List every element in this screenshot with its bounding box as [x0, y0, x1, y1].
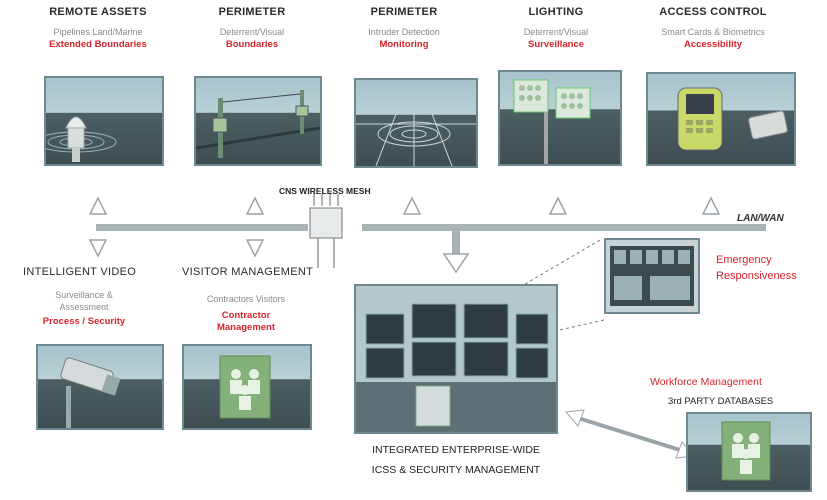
visitor-red1: Contractor — [221, 310, 271, 321]
video-red: Process / Security — [42, 316, 126, 327]
perimeter-fence-panel — [194, 76, 322, 166]
perimeter2-title: PERIMETER — [370, 6, 438, 18]
workforce-label: Workforce Management — [650, 376, 762, 388]
lighting-title: LIGHTING — [528, 6, 584, 18]
fence-icon — [196, 90, 320, 158]
access-control-red: Accessibility — [683, 39, 743, 50]
arrow-down-visitor — [245, 239, 265, 258]
database-people-icon — [721, 421, 771, 481]
detection-grid-icon — [356, 113, 476, 166]
mesh-label: CNS WIRELESS MESH — [279, 186, 371, 196]
arrow-up-perimeter2 — [402, 196, 422, 215]
arrow-down-center — [442, 253, 470, 274]
lanwan-label: LAN/WAN — [734, 213, 787, 224]
arrow-up-perimeter — [245, 196, 265, 215]
double-arrow — [565, 409, 695, 459]
lighting-sub: Deterrent/Visual — [523, 27, 589, 37]
mesh-router-icon — [309, 192, 343, 268]
third-party-label: 3rd PARTY DATABASES — [668, 396, 774, 407]
perimeter1-sub: Deterrent/Visual — [219, 27, 285, 37]
center-line2: ICSS & SECURITY MANAGEMENT — [371, 464, 541, 476]
visitor-panel — [182, 344, 312, 430]
floodlight-icon — [513, 79, 591, 164]
visitor-red2: Management — [216, 322, 276, 333]
remote-assets-title: REMOTE ASSETS — [49, 6, 147, 18]
card-reader-icon — [677, 87, 788, 151]
perimeter1-title: PERIMETER — [218, 6, 286, 18]
arrow-up-lighting — [548, 196, 568, 215]
emergency-line2: Responsiveness — [716, 270, 797, 282]
access-control-sub: Smart Cards & Biometrics — [661, 27, 765, 37]
access-control-title: ACCESS CONTROL — [659, 6, 767, 18]
visitor-title: VISITOR MANAGEMENT — [182, 266, 314, 278]
arrow-down-video — [88, 239, 108, 258]
intruder-detection-panel — [354, 78, 478, 168]
access-control-panel — [646, 72, 796, 166]
perimeter1-red: Boundaries — [225, 39, 279, 50]
perimeter2-red: Monitoring — [379, 39, 429, 50]
video-sub1: Surveillance & — [55, 290, 113, 300]
third-party-panel — [686, 412, 812, 492]
center-line1: INTEGRATED ENTERPRISE-WIDE — [372, 444, 540, 456]
remote-assets-red: Extended Boundaries — [49, 39, 147, 50]
buoy-icon — [46, 116, 117, 162]
control-room-panel — [354, 284, 558, 434]
lighting-red: Surveillance — [528, 39, 584, 50]
control-room-icon — [356, 286, 556, 432]
control-board-icon — [610, 246, 694, 306]
visitor-sub: Contractors Visitors — [206, 294, 286, 304]
video-sub2: Assessment — [59, 302, 109, 312]
camera-icon — [60, 357, 121, 428]
arrow-up-remote — [88, 196, 108, 215]
remote-assets-sub: Pipelines Land/Marine — [53, 27, 143, 37]
left-bus — [96, 224, 308, 231]
video-title: INTELLIGENT VIDEO — [23, 266, 137, 278]
perimeter2-sub: Intruder Detection — [368, 27, 440, 37]
video-panel — [36, 344, 164, 430]
visitor-people-icon — [219, 355, 271, 419]
remote-assets-panel — [44, 76, 164, 166]
emergency-panel — [604, 238, 700, 314]
right-bus — [362, 224, 766, 231]
lighting-panel — [498, 70, 622, 166]
arrow-up-access — [701, 196, 721, 215]
emergency-line1: Emergency — [716, 254, 772, 266]
